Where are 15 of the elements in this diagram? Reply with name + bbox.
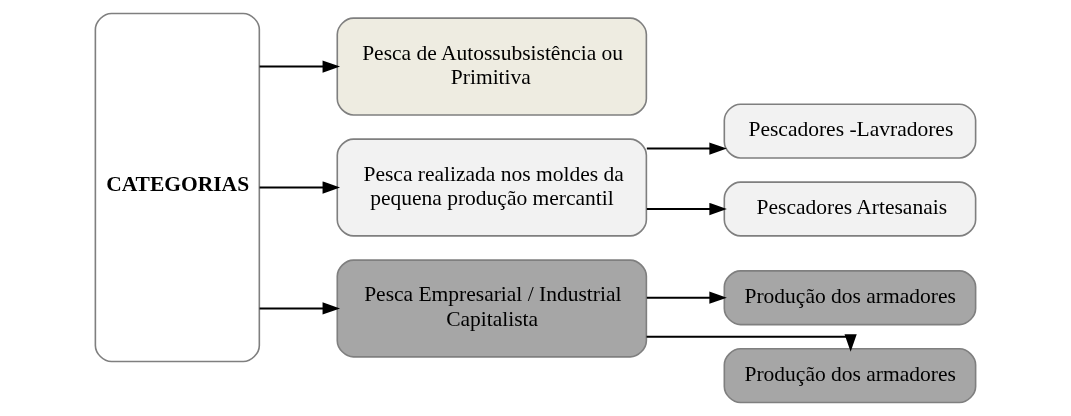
arrow bbox=[646, 291, 727, 304]
node-box: Pesca de Autossubsistência ou Primitiva bbox=[336, 17, 648, 116]
arrow bbox=[646, 334, 857, 352]
arrow bbox=[646, 202, 727, 216]
node-box: Produção dos armadores bbox=[723, 270, 977, 326]
node-box: Pescadores -Lavradores bbox=[723, 103, 977, 159]
node-box: CATEGORIAS bbox=[94, 12, 261, 363]
arrow bbox=[259, 181, 341, 194]
node-box: Pesca Empresarial / Industrial Capitalista bbox=[336, 259, 648, 358]
arrow bbox=[259, 302, 341, 315]
arrow bbox=[259, 60, 341, 73]
node-box: Pescadores Artesanais bbox=[723, 181, 977, 237]
arrow bbox=[646, 142, 727, 155]
node-box: Produção dos armadores bbox=[723, 347, 977, 404]
node-box: Pesca realizada nos moldes da pequena produção mercantil bbox=[336, 138, 648, 237]
